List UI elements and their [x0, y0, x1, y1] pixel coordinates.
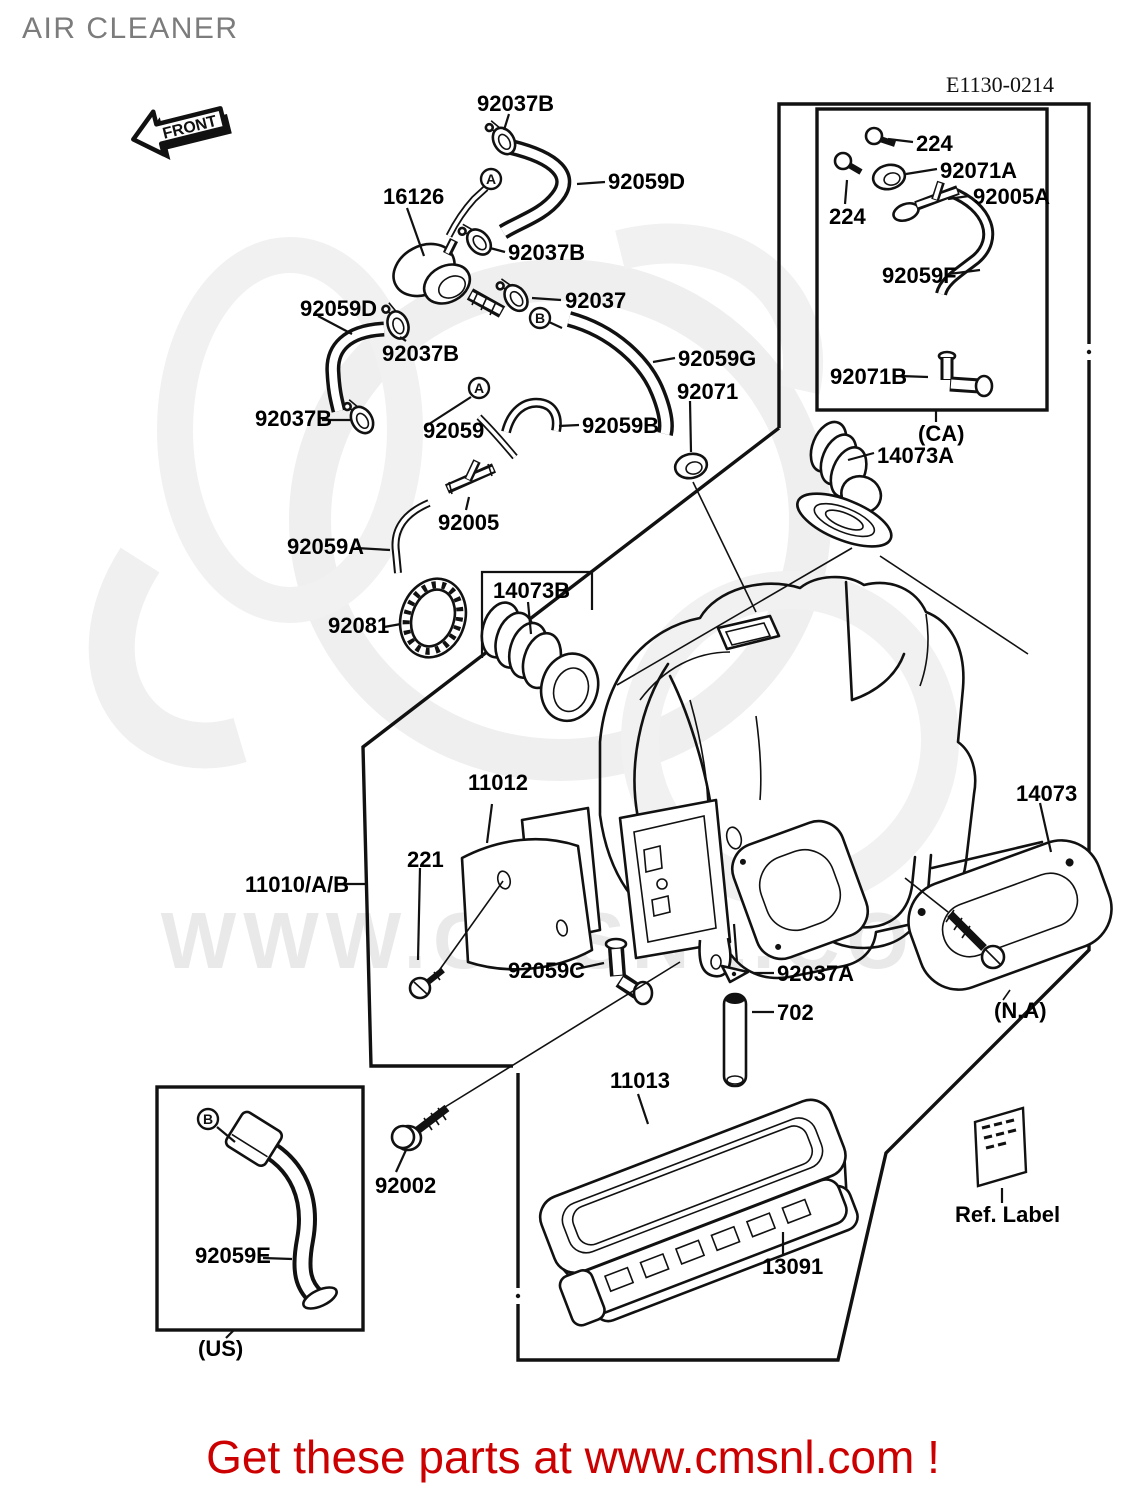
part-label-us-note: (US): [198, 1336, 244, 1361]
na-screw: [904, 877, 1006, 970]
part-label-702: 702: [777, 1000, 814, 1025]
ref-label-sticker: [973, 1106, 1028, 1188]
page-title: AIR CLEANER: [22, 12, 239, 45]
part-14073b-duct: [480, 601, 600, 723]
part-label-92005: 92005: [438, 510, 500, 535]
part-label-92059c: 92059C: [508, 958, 586, 983]
connector-marker-a-1: A: [479, 167, 503, 191]
part-14073a-duct: [796, 420, 893, 548]
us-box: [155, 1085, 365, 1332]
variant-outline-right: [516, 102, 1091, 1362]
part-label-14073a: 14073A: [877, 443, 955, 468]
part-label-92059b: 92059B: [582, 413, 660, 438]
part-92005-fitting: [444, 459, 497, 495]
part-label-14073b: 14073B: [493, 578, 571, 603]
part-label-92059: 92059: [423, 418, 485, 443]
diagram-code: E1130-0214: [946, 72, 1054, 97]
part-label-221: 221: [407, 847, 444, 872]
part-label-ca-note: (CA): [918, 421, 965, 446]
part-16126-valve: [392, 237, 506, 318]
part-label-92059f: 92059F: [882, 263, 957, 288]
ca-box-parts: [833, 126, 994, 398]
part-label-92002: 92002: [375, 1173, 437, 1198]
part-label-92037b-2: 92037B: [508, 240, 586, 265]
part-label-92037b-4: 92037B: [255, 406, 333, 431]
part-702-tube: [722, 992, 748, 1088]
connector-marker-b-4: B: [196, 1107, 220, 1131]
part-label-92037a: 92037A: [777, 961, 855, 986]
part-label-11012: 11012: [468, 770, 528, 795]
part-label-224-1: 224: [916, 131, 953, 156]
svg-text:A: A: [474, 380, 484, 396]
hoses: [325, 139, 995, 574]
part-label-92059g: 92059G: [678, 346, 757, 371]
part-label-92081: 92081: [328, 613, 390, 638]
footer-note[interactable]: Get these parts at www.cmsnl.com !: [206, 1431, 940, 1483]
part-label-92059e: 92059E: [195, 1243, 271, 1268]
connector-marker-b-2: B: [528, 306, 552, 330]
part-92037a-clamp: [720, 964, 750, 984]
part-label-92059d-1: 92059D: [608, 169, 686, 194]
part-13091-holder: [558, 1178, 859, 1327]
front-arrow: FRONT: [131, 106, 232, 160]
ca-box: [815, 107, 1049, 412]
part-92071-grommet: [673, 452, 709, 480]
part-92002-bolt: [390, 961, 681, 1152]
main-assembly-outline: [361, 426, 781, 1068]
part-label-11013: 11013: [610, 1068, 670, 1093]
part-label-13091: 13091: [762, 1254, 824, 1279]
part-label-92037b-3: 92037B: [382, 341, 460, 366]
svg-text:B: B: [535, 310, 545, 326]
part-label-na-note: (N.A): [994, 998, 1047, 1023]
part-label-224-2: 224: [829, 204, 866, 229]
part-label-92005a: 92005A: [973, 184, 1051, 209]
leader-lines: [216, 113, 1053, 1339]
part-label-92037b-1: 92037B: [477, 91, 555, 116]
connector-marker-a-3: A: [467, 376, 491, 400]
housing-cage-frame: [618, 798, 732, 978]
part-11012-plates: [460, 806, 602, 971]
part-label-92037: 92037: [565, 288, 627, 313]
part-221-bolt: [408, 880, 504, 1000]
housing-flange-panel: [731, 819, 869, 961]
part-92081-gasket: [398, 577, 468, 659]
part-label-11010ab: 11010/A/B: [245, 872, 349, 897]
svg-text:B: B: [203, 1111, 213, 1127]
part-label-92059a: 92059A: [287, 534, 365, 559]
part-label-92071b: 92071B: [830, 364, 908, 389]
svg-text:A: A: [486, 171, 496, 187]
part-label-ref-label: Ref. Label: [955, 1202, 1061, 1227]
part-label-92071a: 92071A: [940, 158, 1018, 183]
part-92059e-snorkel: [224, 1110, 338, 1310]
part-label-92071: 92071: [677, 379, 739, 404]
part-label-16126: 16126: [383, 184, 445, 209]
part-label-14073: 14073: [1016, 781, 1078, 806]
part-14073-cover: [907, 839, 1113, 991]
part-label-92059d-2: 92059D: [300, 296, 378, 321]
